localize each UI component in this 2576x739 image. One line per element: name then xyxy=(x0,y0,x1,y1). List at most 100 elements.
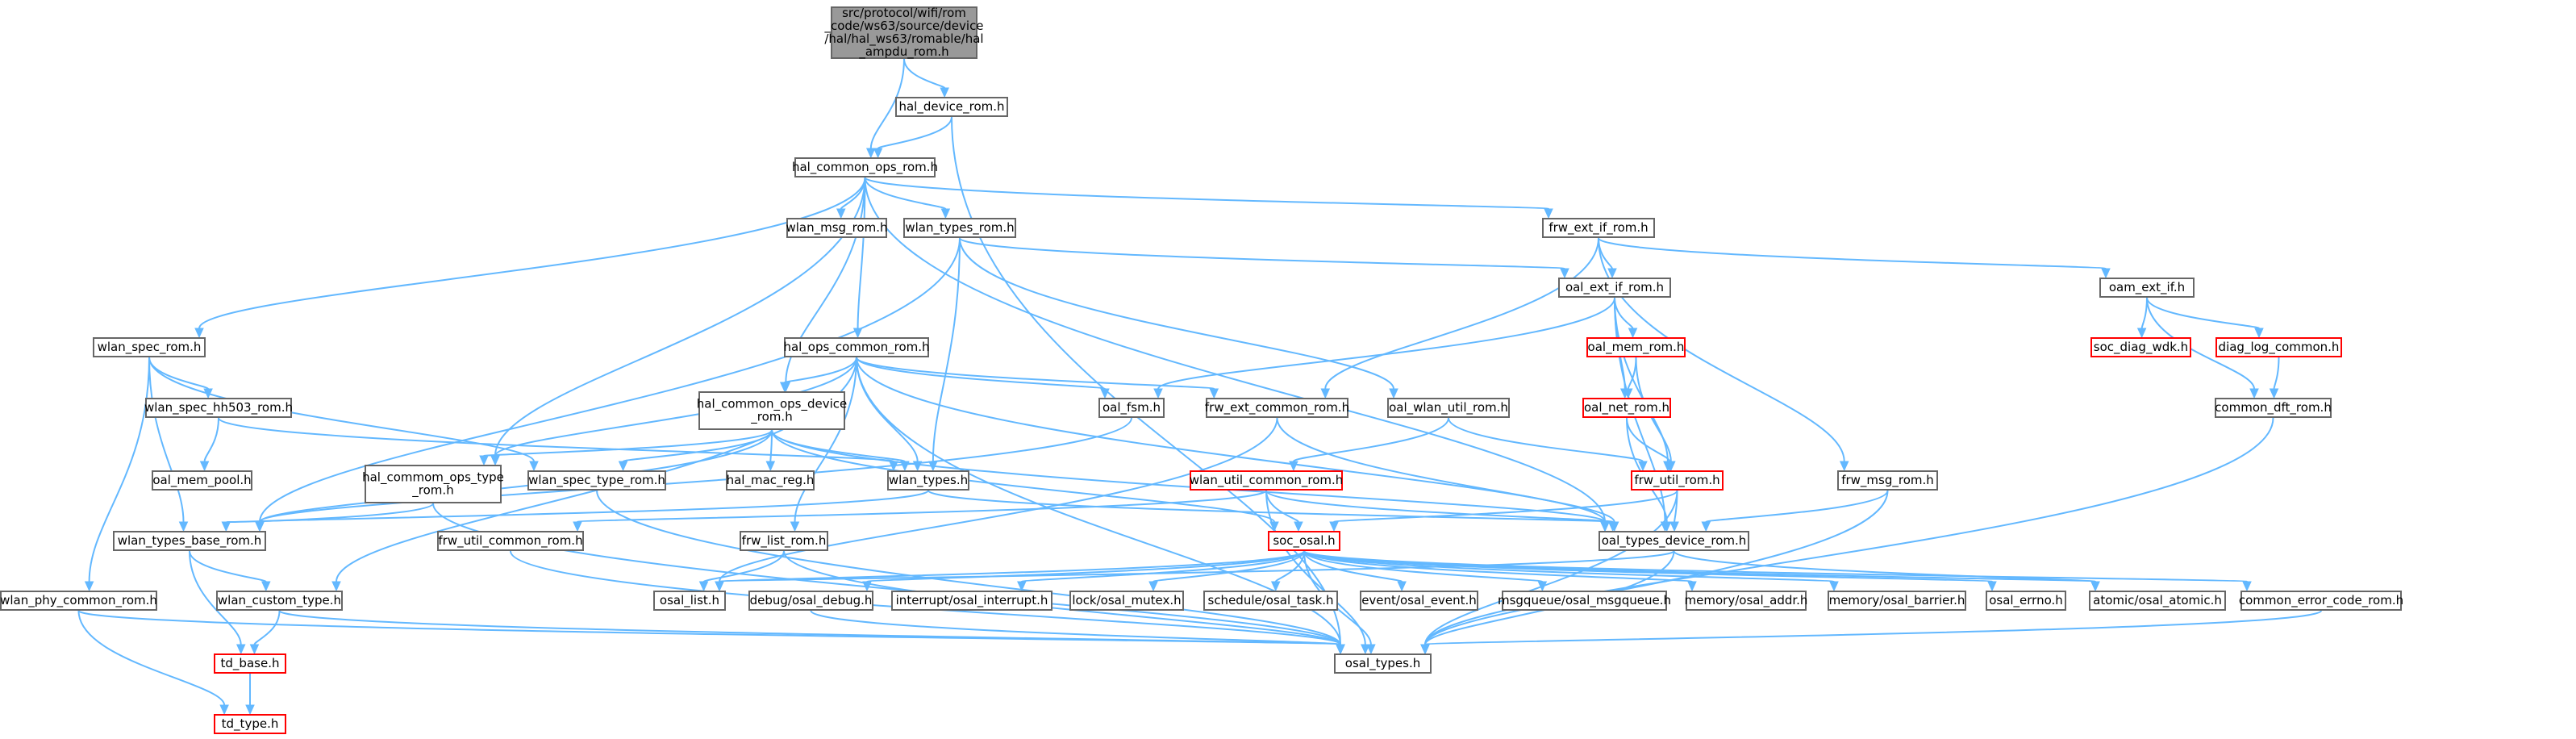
edge-line xyxy=(866,550,1305,582)
arrowhead xyxy=(221,521,231,532)
node-label: frw_util_rom.h xyxy=(1634,473,1719,488)
node-label: diag_log_common.h xyxy=(2219,340,2340,355)
node-frw_util_rom[interactable]: frw_util_rom.h xyxy=(1631,470,1724,491)
node-label: frw_list_rom.h xyxy=(742,533,827,549)
edge-oam_ext_if-to-soc_diag_wdk xyxy=(2136,297,2148,339)
node-oal_mem_pool[interactable]: oal_mem_pool.h xyxy=(152,470,252,491)
node-diag_log_common[interactable]: diag_log_common.h xyxy=(2215,337,2342,357)
edge-hal_common_ops_rom-to-wlan_types_rom xyxy=(864,177,951,219)
node-wlan_spec_type_rom[interactable]: wlan_spec_type_rom.h xyxy=(527,470,666,491)
node-oam_ext_if[interactable]: oam_ext_if.h xyxy=(2099,278,2195,298)
node-root[interactable]: src/protocol/wifi/rom_code/ws63/source/d… xyxy=(823,6,983,60)
edge-frw_util_rom-to-soc_osal xyxy=(1329,490,1678,532)
node-box xyxy=(1686,591,1807,611)
node-label: wlan_types_base_rom.h xyxy=(118,533,262,549)
arrowhead xyxy=(199,461,210,472)
edge-hal_common_ops_device_rom-to-hal_commom_ops_type_rom xyxy=(479,429,773,466)
arrowhead xyxy=(2242,581,2252,592)
node-frw_ext_if_rom[interactable]: frw_ext_if_rom.h xyxy=(1542,218,1655,238)
node-wlan_types[interactable]: wlan_types.h xyxy=(887,470,969,491)
node-oal_wlan_util_rom[interactable]: oal_wlan_util_rom.h xyxy=(1387,398,1510,418)
edge-line xyxy=(2146,297,2260,329)
node-frw_msg_rom[interactable]: frw_msg_rom.h xyxy=(1837,470,1938,491)
node-common_error_code_rom[interactable]: common_error_code_rom.h xyxy=(2239,591,2403,611)
node-wlan_util_common_rom[interactable]: wlan_util_common_rom.h xyxy=(1190,470,1344,491)
node-osal_msgqueue[interactable]: msgqueue/osal_msgqueue.h xyxy=(1498,591,1671,611)
node-td_base[interactable]: td_base.h xyxy=(214,653,286,674)
node-hal_commom_ops_type_rom[interactable]: hal_commom_ops_type_rom.h xyxy=(362,465,504,503)
node-oal_net_rom[interactable]: oal_net_rom.h xyxy=(1582,398,1671,418)
node-oal_ext_if_rom[interactable]: oal_ext_if_rom.h xyxy=(1558,278,1671,298)
edge-soc_osal-to-osal_list xyxy=(715,550,1305,592)
node-osal_interrupt[interactable]: interrupt/osal_interrupt.h xyxy=(891,591,1052,611)
node-oal_fsm[interactable]: oal_fsm.h xyxy=(1098,398,1165,418)
arrowhead xyxy=(940,208,951,219)
edge-line xyxy=(1276,417,1615,523)
node-wlan_msg_rom[interactable]: wlan_msg_rom.h xyxy=(786,218,888,238)
edge-line xyxy=(259,429,773,523)
edge-oal_types_device_rom-to-osal_atomic xyxy=(1673,550,2100,592)
node-osal_list[interactable]: osal_list.h xyxy=(653,591,726,611)
node-osal_task[interactable]: schedule/osal_task.h xyxy=(1203,591,1338,611)
edge-line xyxy=(1274,550,1305,582)
node-hal_mac_reg[interactable]: hal_mac_reg.h xyxy=(726,470,815,491)
edge-line xyxy=(856,357,1606,523)
node-box xyxy=(740,531,828,551)
node-osal_errno[interactable]: osal_errno.h xyxy=(1986,591,2066,611)
node-frw_util_common_rom[interactable]: frw_util_common_rom.h xyxy=(437,531,584,551)
edge-wlan_phy_common_rom-to-td_type xyxy=(77,610,229,716)
node-hal_common_ops_device_rom[interactable]: hal_common_ops_device_rom.h xyxy=(697,391,847,430)
node-td_type[interactable]: td_type.h xyxy=(214,714,286,734)
arrowhead xyxy=(1294,521,1303,532)
node-wlan_spec_hh503_rom[interactable]: wlan_spec_hh503_rom.h xyxy=(144,398,293,418)
edge-line xyxy=(1448,417,1644,462)
node-wlan_custom_type[interactable]: wlan_custom_type.h xyxy=(216,591,343,611)
node-box xyxy=(2215,398,2332,418)
node-osal_atomic[interactable]: atomic/osal_atomic.h xyxy=(2089,591,2226,611)
node-label: memory/osal_addr.h xyxy=(1685,593,1808,608)
node-soc_osal[interactable]: soc_osal.h xyxy=(1268,531,1340,551)
node-box xyxy=(1837,470,1938,491)
node-wlan_spec_rom[interactable]: wlan_spec_rom.h xyxy=(93,337,206,357)
node-frw_ext_common_rom[interactable]: frw_ext_common_rom.h xyxy=(1205,398,1349,418)
node-box xyxy=(1334,653,1432,674)
node-oal_types_device_rom[interactable]: oal_types_device_rom.h xyxy=(1599,531,1749,551)
node-label: soc_diag_wdk.h xyxy=(2094,340,2188,355)
node-label: atomic/osal_atomic.h xyxy=(2093,593,2222,608)
edge-soc_osal-to-common_error_code_rom xyxy=(1303,550,2252,592)
arrowhead xyxy=(1987,581,1997,592)
node-soc_diag_wdk[interactable]: soc_diag_wdk.h xyxy=(2090,337,2191,357)
node-osal_mutex[interactable]: lock/osal_mutex.h xyxy=(1069,591,1184,611)
node-wlan_types_base_rom[interactable]: wlan_types_base_rom.h xyxy=(113,531,266,551)
edge-line xyxy=(1303,550,1403,582)
node-label: wlan_phy_common_rom.h xyxy=(0,593,157,608)
edge-oam_ext_if-to-common_dft_rom xyxy=(2146,297,2259,399)
node-wlan_phy_common_rom[interactable]: wlan_phy_common_rom.h xyxy=(0,591,157,611)
node-hal_common_ops_rom[interactable]: hal_common_ops_rom.h xyxy=(792,157,938,177)
node-wlan_types_rom[interactable]: wlan_types_rom.h xyxy=(903,218,1016,238)
node-label: hal_common_ops_device xyxy=(697,397,847,412)
node-frw_list_rom[interactable]: frw_list_rom.h xyxy=(740,531,828,551)
edge-osal_debug-to-osal_types xyxy=(810,610,1345,655)
node-oal_mem_rom[interactable]: oal_mem_rom.h xyxy=(1586,337,1686,357)
edge-line xyxy=(2273,357,2280,390)
node-box xyxy=(1986,591,2066,611)
node-common_dft_rom[interactable]: common_dft_rom.h xyxy=(2215,398,2332,418)
edge-line xyxy=(719,550,1305,582)
arrowhead xyxy=(1665,461,1674,472)
node-osal_event[interactable]: event/osal_event.h xyxy=(1360,591,1478,611)
node-osal_addr[interactable]: memory/osal_addr.h xyxy=(1685,591,1808,611)
edge-root-to-hal_common_ops_rom xyxy=(865,58,905,159)
edge-line xyxy=(1424,417,2274,645)
edge-line xyxy=(1324,237,1599,390)
node-osal_barrier[interactable]: memory/osal_barrier.h xyxy=(1828,591,1966,611)
node-osal_debug[interactable]: debug/osal_debug.h xyxy=(748,591,873,611)
node-hal_ops_common_rom[interactable]: hal_ops_common_rom.h xyxy=(783,337,930,357)
arrowhead xyxy=(1361,644,1370,655)
edge-line xyxy=(1705,490,1889,523)
edge-soc_osal-to-osal_event xyxy=(1303,550,1407,592)
edge-hal_common_ops_rom-to-wlan_spec_rom xyxy=(194,177,866,339)
node-label: wlan_types.h xyxy=(889,473,968,488)
node-osal_types[interactable]: osal_types.h xyxy=(1334,653,1432,674)
node-hal_device_rom[interactable]: hal_device_rom.h xyxy=(895,97,1008,117)
